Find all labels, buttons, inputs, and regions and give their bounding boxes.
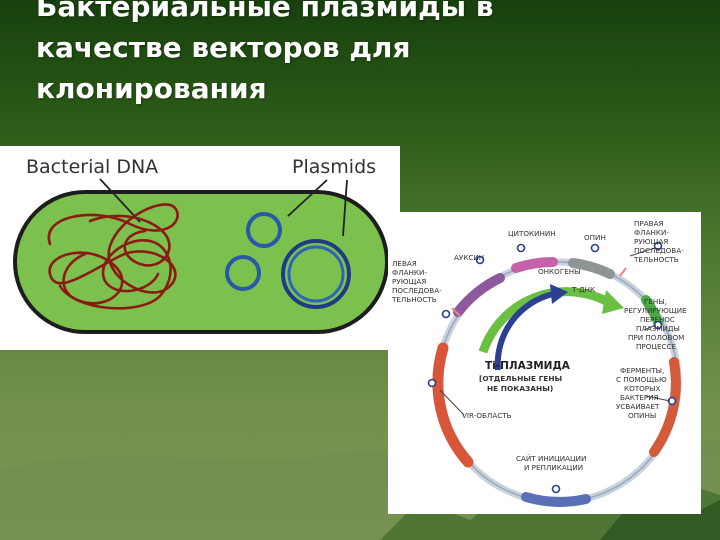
label-bacterial-dna: Bacterial DNA <box>26 156 158 178</box>
oncogene-arrowhead <box>602 290 624 314</box>
dot-right-flank <box>653 241 663 251</box>
plasmid-large-inner <box>287 245 345 303</box>
gene-segments <box>432 257 681 507</box>
title-line-3: клонирования <box>36 72 267 105</box>
enzymes-line-4: БАКТЕРИЯ <box>620 393 659 402</box>
label-replication-site: САЙТ ИНИЦИАЦИИ И РЕПЛИКАЦИИ <box>516 454 586 472</box>
transfer-line-2: РЕГУЛИРУЮЩИЕ <box>624 306 687 315</box>
right-flank-line-2: ФЛАНКИ- <box>634 228 669 237</box>
right-flank-line-5: ТЕЛЬНОСТЬ <box>633 255 679 264</box>
leader-transfer <box>643 324 657 331</box>
pointer-plasmid-2 <box>342 179 348 237</box>
plasmids <box>225 212 351 309</box>
label-cytokinin: ЦИТОКИНИН <box>508 229 556 238</box>
segment-auxin <box>453 273 505 317</box>
transfer-line-1: ГЕНЫ, <box>644 297 667 306</box>
bacteria-svg: Bacterial DNA Plasmids <box>13 156 389 334</box>
transfer-line-4: ПЛАЗМИДЫ <box>636 324 680 333</box>
ti-plasmid-subtitle-line-1: [ОТДЕЛЬНЫЕ ГЕНЫ <box>479 374 562 383</box>
leader-vir <box>439 389 465 416</box>
dot-auxin <box>475 255 485 265</box>
label-t-dna: Т-ДНК <box>571 285 595 294</box>
leader-lines <box>439 247 671 416</box>
dot-transfer <box>653 320 663 330</box>
label-opine: ОПИН <box>584 233 606 242</box>
left-flank-line-3: РУЮЩАЯ <box>392 277 426 286</box>
label-opine-enzymes: ФЕРМЕНТЫ, С ПОМОЩЬЮ КОТОРЫХ БАКТЕРИЯ УСВ… <box>616 366 667 420</box>
oncogene-arrow <box>478 287 611 354</box>
transfer-line-6: ПРОЦЕССЕ <box>636 342 677 351</box>
plasmid-small-bottom <box>225 255 261 291</box>
leader-right-flank <box>629 247 656 257</box>
right-flank-line-1: ПРАВАЯ <box>634 219 664 228</box>
left-flank-line-1: ЛЕВАЯ <box>392 259 417 268</box>
plasmid-large <box>281 239 351 309</box>
plasmid-small-top <box>246 212 282 248</box>
bacterial-dna <box>47 203 179 310</box>
enzymes-line-5: УСВАИВАЕТ <box>616 402 660 411</box>
ti-plasmid-title: Ti-ПЛАЗМИДА <box>485 360 571 372</box>
enzymes-line-6: ОПИНЫ <box>628 411 656 420</box>
t-dna-arrowhead <box>550 284 568 304</box>
leader-enzymes <box>645 395 671 402</box>
enzymes-line-3: КОТОРЫХ <box>624 384 660 393</box>
ti-labels: ЦИТОКИНИН ОПИН АУКСИН ОНКОГЕНЫ Т-ДНК VIR… <box>391 219 687 472</box>
dot-vir <box>427 378 437 388</box>
transfer-line-3: ПЕРЕНОС <box>640 315 675 324</box>
replication-line-2: И РЕПЛИКАЦИИ <box>524 463 583 472</box>
dot-replication <box>551 484 561 494</box>
right-flank-line-4: ПОСЛЕДОВА- <box>634 246 684 255</box>
pointer-plasmid-1 <box>287 179 328 217</box>
left-border-mark <box>451 307 461 317</box>
segment-enzymes <box>649 357 681 457</box>
segment-vir <box>432 342 474 468</box>
transfer-line-5: ПРИ ПОЛОВОМ <box>628 333 684 342</box>
left-flank-line-5: ТЕЛЬНОСТЬ <box>391 295 437 304</box>
bacteria-figure: Bacterial DNA Plasmids <box>0 146 400 350</box>
label-left-flank: ЛЕВАЯ ФЛАНКИ- РУЮЩАЯ ПОСЛЕДОВА- ТЕЛЬНОСТ… <box>391 259 442 304</box>
dot-left-flank <box>441 309 451 319</box>
enzymes-line-1: ФЕРМЕНТЫ, <box>620 366 664 375</box>
marker-dots <box>427 241 677 494</box>
label-right-flank: ПРАВАЯ ФЛАНКИ- РУЮЩАЯ ПОСЛЕДОВА- ТЕЛЬНОС… <box>633 219 684 264</box>
title-line-1: Бактериальные плазмиды в <box>36 0 494 23</box>
replication-line-1: САЙТ ИНИЦИАЦИИ <box>516 454 586 463</box>
label-auxin: АУКСИН <box>454 253 484 262</box>
label-plasmids: Plasmids <box>292 156 376 178</box>
pointer-dna <box>99 178 141 223</box>
segment-replication <box>521 492 591 507</box>
enzymes-line-2: С ПОМОЩЬЮ <box>616 375 667 384</box>
ti-plasmid-subtitle-line-2: НЕ ПОКАЗАНЫ) <box>487 384 553 393</box>
label-vir-region: VIR-ОБЛАСТЬ <box>462 411 512 420</box>
ti-plasmid-svg: ЦИТОКИНИН ОПИН АУКСИН ОНКОГЕНЫ Т-ДНК VIR… <box>391 219 687 507</box>
label-oncogenes: ОНКОГЕНЫ <box>538 267 581 276</box>
ti-plasmid-figure: ЦИТОКИНИН ОПИН АУКСИН ОНКОГЕНЫ Т-ДНК VIR… <box>388 212 701 514</box>
left-flank-line-4: ПОСЛЕДОВА- <box>392 286 442 295</box>
left-flank-line-2: ФЛАНКИ- <box>392 268 427 277</box>
segment-opine <box>568 258 615 279</box>
right-border-mark <box>619 267 627 277</box>
title-line-2: качестве векторов для <box>36 31 411 64</box>
segment-cytokinin <box>511 257 558 273</box>
dot-cytokinin <box>516 243 526 253</box>
dot-opine <box>590 243 600 253</box>
label-transfer-genes: ГЕНЫ, РЕГУЛИРУЮЩИЕ ПЕРЕНОС ПЛАЗМИДЫ ПРИ … <box>624 297 687 351</box>
right-flank-line-3: РУЮЩАЯ <box>634 237 668 246</box>
t-dna-arrow <box>494 291 554 371</box>
slide-title: Бактериальные плазмиды в качестве вектор… <box>36 0 636 109</box>
